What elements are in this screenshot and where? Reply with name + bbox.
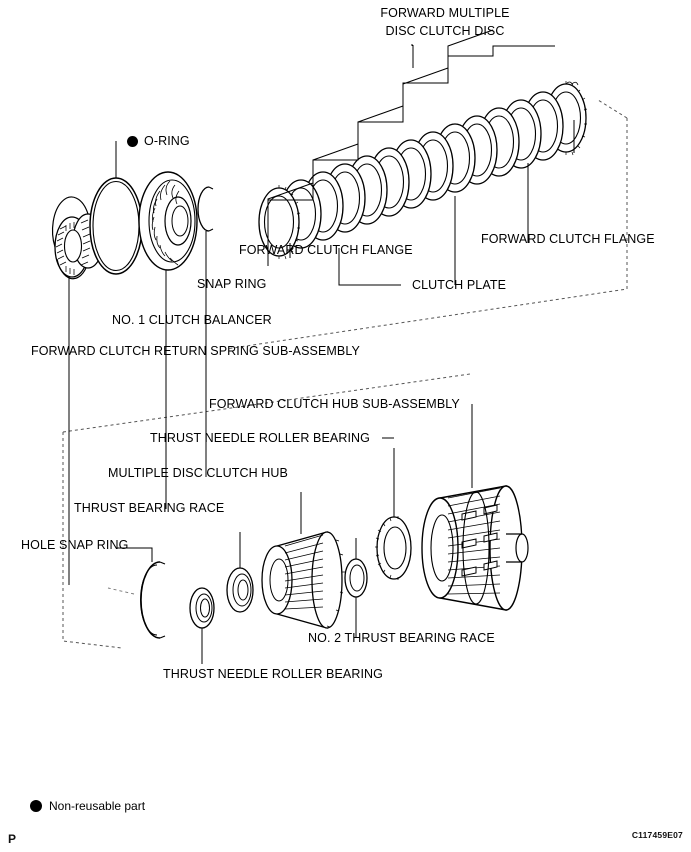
no2-thrust-bearing-race-label: NO. 2 THRUST BEARING RACE	[308, 631, 495, 645]
forward-clutch-flange-label-right: FORWARD CLUTCH FLANGE	[481, 232, 655, 246]
figure-title-line1: FORWARD MULTIPLE	[380, 6, 510, 20]
snap-ring-art	[197, 186, 214, 477]
forward-clutch-return-spring-label: FORWARD CLUTCH RETURN SPRING SUB-ASSEMBL…	[31, 344, 360, 358]
multiple-disc-clutch-hub-label: MULTIPLE DISC CLUTCH HUB	[108, 466, 288, 480]
hole-snap-ring-label: HOLE SNAP RING	[21, 538, 129, 552]
figure-title-line2: DISC CLUTCH DISC	[385, 24, 505, 38]
thrust-bearing-race-art	[226, 532, 254, 613]
thrust-needle-roller-bearing-label-top: THRUST NEEDLE ROLLER BEARING	[150, 431, 370, 445]
snap-ring-label: SNAP RING	[197, 277, 267, 291]
hole-snap-ring-art	[107, 547, 166, 639]
legend-filled-circle-icon	[30, 800, 42, 812]
legend-non-reusable: Non-reusable part	[30, 799, 145, 813]
disc-stack-stair-leader	[267, 45, 555, 266]
lower-label-leaders	[201, 404, 473, 664]
o-ring-label-group: O-RING	[127, 134, 190, 148]
no1-clutch-balancer-art	[138, 171, 198, 509]
page-mark: P	[8, 832, 17, 846]
multiple-disc-clutch-hub-art	[261, 492, 345, 629]
figure-code: C117459E07	[631, 830, 683, 840]
no1-clutch-balancer-label: NO. 1 CLUTCH BALANCER	[112, 313, 272, 327]
non-reusable-dot-icon	[127, 135, 138, 147]
thrust-bearing-race-label: THRUST BEARING RACE	[74, 501, 225, 515]
lower-assembly-frame	[62, 373, 471, 649]
upper-assembly-frame	[225, 99, 628, 350]
disc-stack-lower-leaders	[289, 120, 575, 286]
forward-clutch-hub-sub-assembly-art	[421, 438, 529, 611]
thrust-needle-roller-bearing-upper-art	[375, 448, 412, 580]
clutch-plate-label: CLUTCH PLATE	[412, 278, 507, 292]
o-ring-art	[89, 141, 143, 275]
thrust-needle-roller-bearing-lower-art	[189, 587, 215, 664]
o-ring-label: O-RING	[144, 134, 190, 148]
legend-text: Non-reusable part	[49, 799, 146, 813]
disc-stack-art	[258, 81, 588, 260]
forward-clutch-return-spring-art	[51, 196, 104, 585]
no2-thrust-bearing-race-art	[344, 538, 368, 598]
forward-clutch-flange-label-left: FORWARD CLUTCH FLANGE	[239, 243, 413, 257]
forward-clutch-hub-sub-assembly-label: FORWARD CLUTCH HUB SUB-ASSEMBLY	[209, 397, 460, 411]
thrust-needle-roller-bearing-label-bottom: THRUST NEEDLE ROLLER BEARING	[163, 667, 383, 681]
